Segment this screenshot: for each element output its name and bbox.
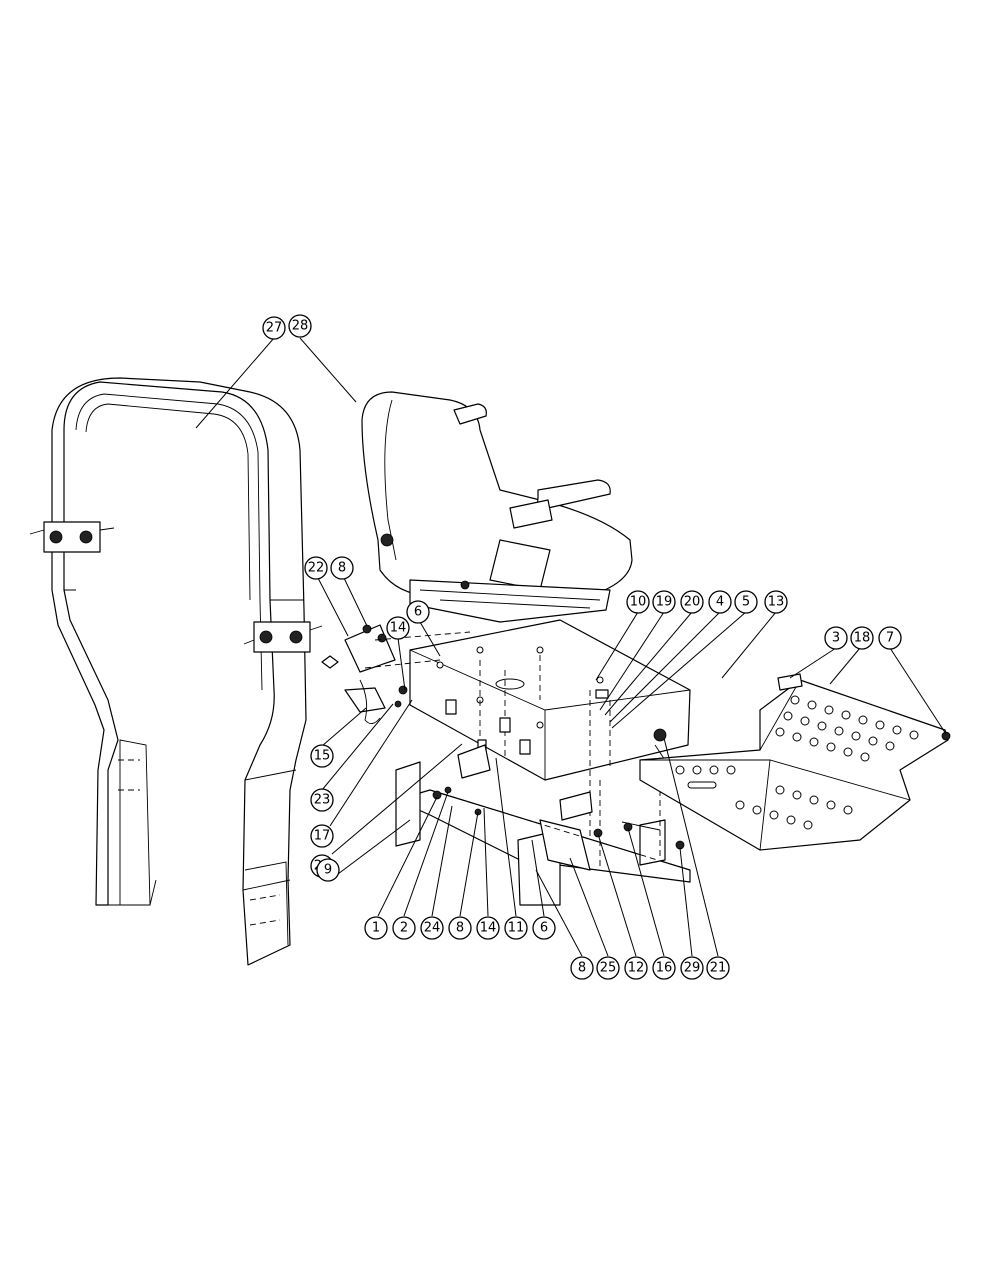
callout-13: 13 [764,590,788,614]
svg-text:12: 12 [628,961,645,976]
callout-23: 23 [310,788,334,812]
callout-20: 20 [680,590,704,614]
seat [361,391,633,623]
svg-text:5: 5 [742,595,750,610]
svg-text:16: 16 [656,961,673,976]
callout-21: 21 [706,956,730,980]
svg-text:18: 18 [854,631,871,646]
svg-text:7: 7 [886,631,894,646]
seat-mount-plate [409,619,691,840]
svg-text:3: 3 [832,631,840,646]
callout-4: 4 [708,590,732,614]
callout-12: 12 [624,956,648,980]
svg-text:10: 10 [630,595,647,610]
svg-text:8: 8 [456,921,464,936]
clamp-right [243,621,323,653]
callout-29: 29 [680,956,704,980]
svg-text:13: 13 [768,595,785,610]
svg-text:11: 11 [508,921,525,936]
leader-lines [195,337,947,957]
callout-6: 6 [406,600,430,624]
svg-text:19: 19 [656,595,673,610]
svg-text:27: 27 [266,321,283,336]
callout-5: 5 [734,590,758,614]
frame-rail [395,728,691,906]
svg-text:1: 1 [372,921,380,936]
callout-14b: 14 [476,916,500,940]
svg-text:8: 8 [578,961,586,976]
foot-platform [639,673,951,851]
roll-bar [29,377,323,966]
svg-text:6: 6 [540,921,548,936]
callout-10: 10 [626,590,650,614]
svg-text:20: 20 [684,595,701,610]
platform-holes [675,695,919,830]
callout-7: 7 [878,626,902,650]
callout-18: 18 [850,626,874,650]
callout-3: 3 [824,626,848,650]
svg-text:15: 15 [314,749,331,764]
svg-text:4: 4 [716,595,724,610]
svg-text:17: 17 [314,829,331,844]
callout-22: 22 [304,556,328,580]
clamp-left [29,521,115,553]
svg-text:9: 9 [324,863,332,878]
callout-14: 14 [386,616,410,640]
svg-text:23: 23 [314,793,331,808]
bracket [321,624,471,673]
svg-text:29: 29 [684,961,701,976]
callout-25: 25 [596,956,620,980]
svg-text:8: 8 [338,561,346,576]
callout-19: 19 [652,590,676,614]
callout-16: 16 [652,956,676,980]
spring-lever [344,679,408,724]
svg-text:22: 22 [308,561,325,576]
callout-11: 11 [504,916,528,940]
svg-text:21: 21 [710,961,727,976]
callout-28: 28 [288,314,312,338]
svg-text:28: 28 [292,319,309,334]
svg-text:6: 6 [414,605,422,620]
callout-15: 15 [310,744,334,768]
svg-text:14: 14 [480,921,497,936]
svg-text:2: 2 [400,921,408,936]
callout-1: 1 [364,916,388,940]
callout-17: 17 [310,824,334,848]
callout-24: 24 [420,916,444,940]
callouts: 27 28 22 8 6 14 10 19 20 4 5 13 3 18 7 1… [262,314,902,980]
callout-6b: 6 [532,916,556,940]
svg-text:25: 25 [600,961,617,976]
svg-text:14: 14 [390,621,407,636]
callout-27: 27 [262,316,286,340]
callout-8: 8 [330,556,354,580]
svg-text:24: 24 [424,921,441,936]
callout-9: 9 [316,858,340,882]
callout-8b: 8 [448,916,472,940]
callout-2: 2 [392,916,416,940]
callout-8c: 8 [570,956,594,980]
